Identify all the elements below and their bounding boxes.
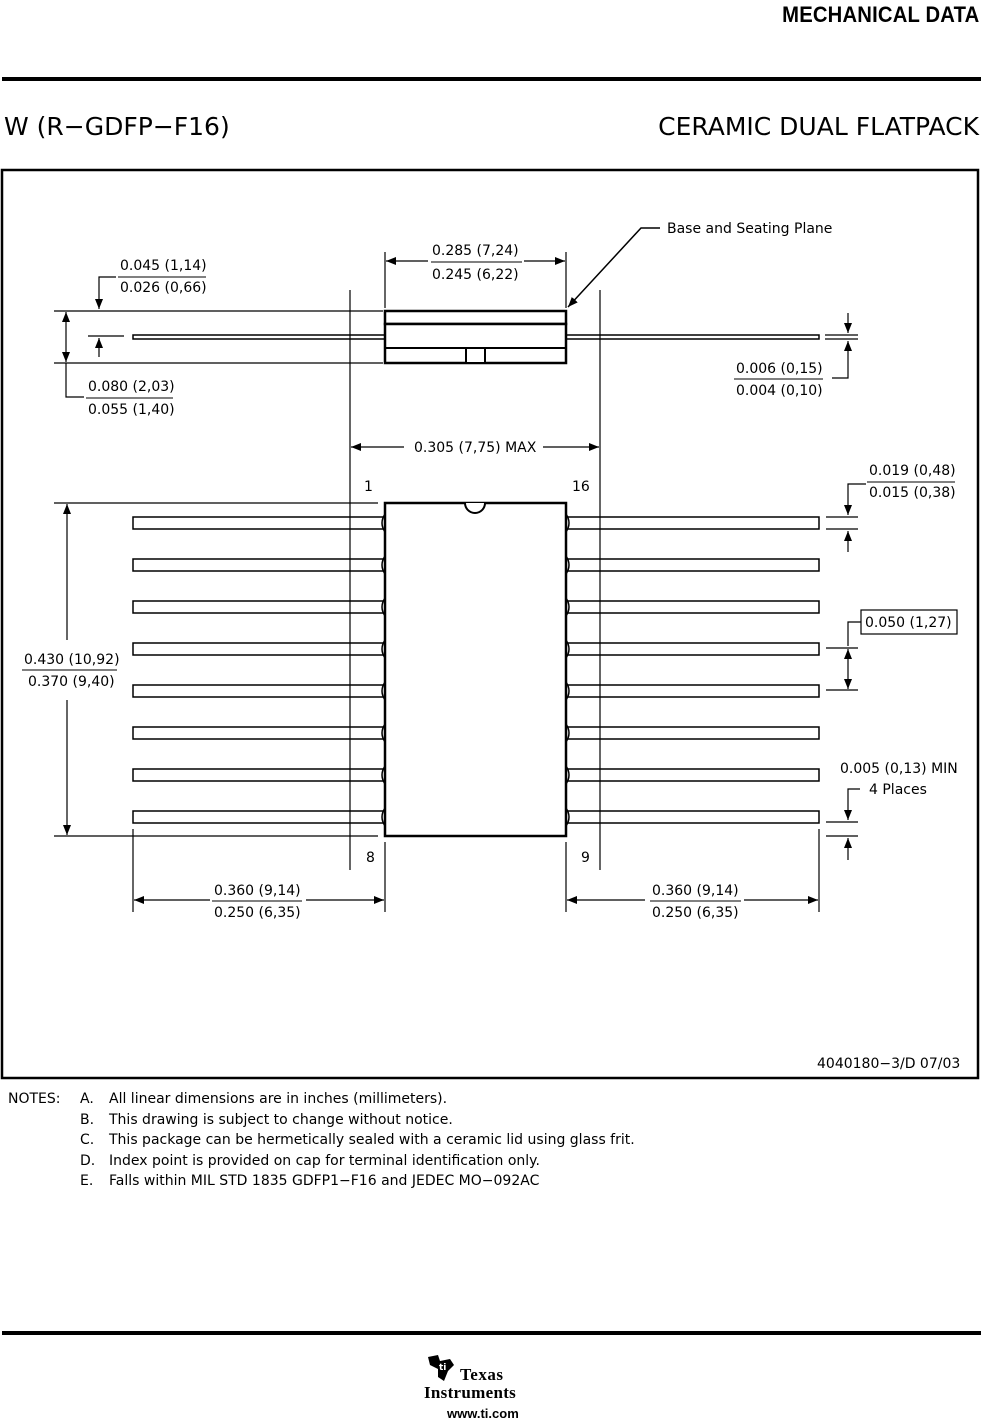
lead-left	[132, 810, 386, 824]
lead-right	[565, 558, 820, 572]
dim-span-max: 0.305 (7,75) MAX	[414, 440, 537, 456]
lead-seal-right	[565, 555, 570, 575]
dim-lead-t-top: 0.006 (0,15)	[736, 361, 823, 377]
drawing-number: 4040180−3/D 07/03	[817, 1056, 960, 1072]
dim-lead-thick-top: 0.045 (1,14)	[120, 258, 207, 274]
pin-1-label: 1	[364, 479, 373, 495]
drawing-frame	[0, 168, 980, 1080]
lead-right	[565, 516, 820, 530]
lead-left	[132, 768, 386, 782]
note-item: A.All linear dimensions are in inches (m…	[80, 1091, 448, 1107]
lead-right	[565, 684, 820, 698]
lead-left	[132, 684, 386, 698]
ti-brand-line2: Instruments	[424, 1383, 517, 1402]
lead-right	[565, 768, 820, 782]
index-point	[465, 347, 486, 364]
lead-seal-left	[381, 555, 386, 575]
lead-group	[132, 513, 820, 827]
dim-lead-right-bot: 0.250 (6,35)	[652, 905, 739, 921]
notes-label: NOTES:	[8, 1091, 61, 1107]
dim-body-width-top: 0.285 (7,24)	[432, 243, 519, 259]
dim-lead-w-bot: 0.015 (0,38)	[869, 485, 956, 501]
lead-left	[132, 600, 386, 614]
dim-lead-right-top: 0.360 (9,14)	[652, 883, 739, 899]
package-name: CERAMIC DUAL FLATPACK	[658, 112, 979, 141]
dim-lead-w-top: 0.019 (0,48)	[869, 463, 956, 479]
dim-pitch: 0.050 (1,27)	[865, 615, 952, 631]
dim-min-top: 0.005 (0,13) MIN	[840, 761, 958, 777]
lead-seal-right	[565, 639, 570, 659]
lead-seal-left	[381, 513, 386, 533]
note-item: D.Index point is provided on cap for ter…	[80, 1152, 540, 1169]
ti-url: www.ti.com	[447, 1406, 519, 1421]
lead-left	[132, 516, 386, 530]
lead-seal-left	[381, 807, 386, 827]
lead-seal-left	[381, 597, 386, 617]
top-view	[132, 501, 820, 838]
lead-right	[565, 642, 820, 656]
dim-lead-thick-bot: 0.026 (0,66)	[120, 280, 207, 296]
pin-9-label: 9	[581, 850, 590, 866]
pin1-notch	[464, 502, 486, 514]
dim-height-top: 0.080 (2,03)	[88, 379, 175, 395]
lead-seal-right	[565, 723, 570, 743]
lead-seal-left	[381, 639, 386, 659]
package-code: W (R−GDFP−F16)	[4, 112, 230, 141]
ti-brand-line1: Texas	[460, 1365, 504, 1384]
lead-left	[132, 726, 386, 740]
svg-text:ti: ti	[439, 1363, 446, 1373]
ti-logo: ti Texas Instruments	[420, 1353, 570, 1413]
dim-height-bot: 0.055 (1,40)	[88, 402, 175, 418]
lead-seal-right	[565, 513, 570, 533]
lead-seal-left	[381, 681, 386, 701]
lead-seal-left	[381, 723, 386, 743]
dim-lead-left-top: 0.360 (9,14)	[214, 883, 301, 899]
dim-body-width-bot: 0.245 (6,22)	[432, 267, 519, 283]
lead-right	[565, 726, 820, 740]
base-plane-label: Base and Seating Plane	[667, 221, 832, 237]
dim-len-bot: 0.370 (9,40)	[28, 674, 115, 690]
lead-seal-right	[565, 597, 570, 617]
side-lead-right	[565, 334, 820, 340]
dim-len-top: 0.430 (10,92)	[24, 652, 120, 668]
side-body-lid	[383, 309, 568, 326]
base-plane-leader	[567, 227, 660, 308]
lead-seal-left	[381, 765, 386, 785]
lead-seal-right	[565, 765, 570, 785]
side-lead-left	[132, 334, 386, 340]
top-rule	[2, 77, 981, 81]
dim-min-bot: 4 Places	[869, 782, 927, 798]
lead-right	[565, 810, 820, 824]
note-item: C.This package can be hermetically seale…	[80, 1132, 635, 1148]
top-body	[383, 501, 568, 838]
pin-16-label: 16	[572, 479, 590, 495]
ti-emblem-icon: ti	[428, 1355, 454, 1381]
lead-left	[132, 558, 386, 572]
lead-seal-right	[565, 681, 570, 701]
dim-lead-t-bot: 0.004 (0,10)	[736, 383, 823, 399]
section-title: MECHANICAL DATA	[781, 2, 979, 27]
pin-8-label: 8	[366, 850, 375, 866]
bottom-rule	[2, 1331, 981, 1335]
note-item: E.Falls within MIL STD 1835 GDFP1−F16 an…	[80, 1173, 540, 1189]
lead-seal-right	[565, 807, 570, 827]
lead-left	[132, 642, 386, 656]
note-item: B.This drawing is subject to change with…	[80, 1111, 453, 1128]
lead-right	[565, 600, 820, 614]
dim-lead-left-bot: 0.250 (6,35)	[214, 905, 301, 921]
side-view	[132, 309, 820, 365]
